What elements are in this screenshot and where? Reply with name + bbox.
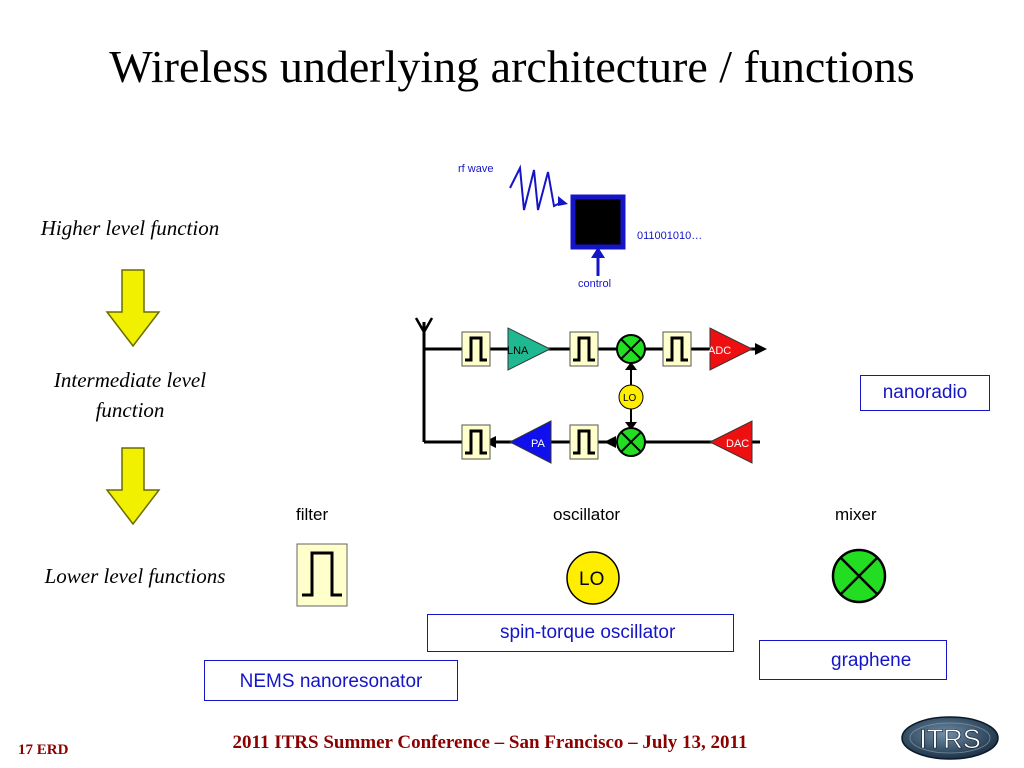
lo-symbol-label: LO <box>579 569 604 590</box>
conference-footer: 2011 ITRS Summer Conference – San Franci… <box>232 732 748 753</box>
lower-level-label: Lower level functions <box>44 564 226 588</box>
nems-nanoresonator-box: NEMS nanoresonator <box>204 660 458 701</box>
lna-label: LNA <box>507 345 529 357</box>
adc-label: ADC <box>708 345 731 357</box>
lo-oscillator-icon <box>618 384 644 410</box>
oscillator-label: oscillator <box>553 505 621 524</box>
rx-filter-1-icon <box>461 331 491 367</box>
down-arrow-icon <box>105 447 161 526</box>
control-arrow-icon <box>591 247 605 258</box>
intermediate-level-label-line1: Intermediate level <box>53 368 207 392</box>
rx-filter-3-icon <box>662 331 692 367</box>
down-arrow-icon <box>105 269 161 348</box>
output-bits-label: 011001010… <box>637 230 703 242</box>
lo-label: LO <box>623 393 637 404</box>
page-title: Wireless underlying architecture / funct… <box>109 41 915 92</box>
slide-number: 17 ERD <box>18 742 69 758</box>
radio-architecture-diagram: LNA ADC LO PA DAC <box>414 317 767 464</box>
graphene-box: graphene <box>759 640 947 680</box>
rx-filter-2-icon <box>569 331 599 367</box>
rf-wave-label: rf wave <box>458 163 494 175</box>
intermediate-level-label-line2: function <box>95 398 165 422</box>
nanoradio-box: nanoradio <box>860 375 990 411</box>
pa-amplifier-icon <box>508 420 552 464</box>
itrs-logo-icon: ITRS <box>901 716 999 760</box>
mixer-symbol-icon <box>831 548 887 604</box>
oscillator-symbol-icon: LO <box>566 551 620 605</box>
control-label: control <box>578 278 612 290</box>
tx-mixer-icon <box>616 427 646 457</box>
tx-filter-2-icon <box>569 424 599 460</box>
filter-symbol-icon <box>296 543 348 607</box>
tx-filter-1-icon <box>461 424 491 460</box>
adc-converter-icon <box>709 327 754 371</box>
filter-label: filter <box>296 505 329 524</box>
dac-label: DAC <box>726 438 749 450</box>
rx-mixer-icon <box>616 334 646 364</box>
svg-text:ITRS: ITRS <box>919 724 981 754</box>
dac-converter-icon <box>708 420 753 464</box>
spin-torque-oscillator-box: spin-torque oscillator <box>427 614 734 652</box>
lna-amplifier-icon <box>507 327 552 371</box>
higher-level-label: Higher level function <box>40 216 220 240</box>
radio-black-box-diagram <box>509 164 626 276</box>
rf-wave-icon <box>509 164 563 211</box>
black-box-icon <box>570 194 626 250</box>
pa-label: PA <box>531 438 546 450</box>
mixer-label: mixer <box>835 505 877 524</box>
